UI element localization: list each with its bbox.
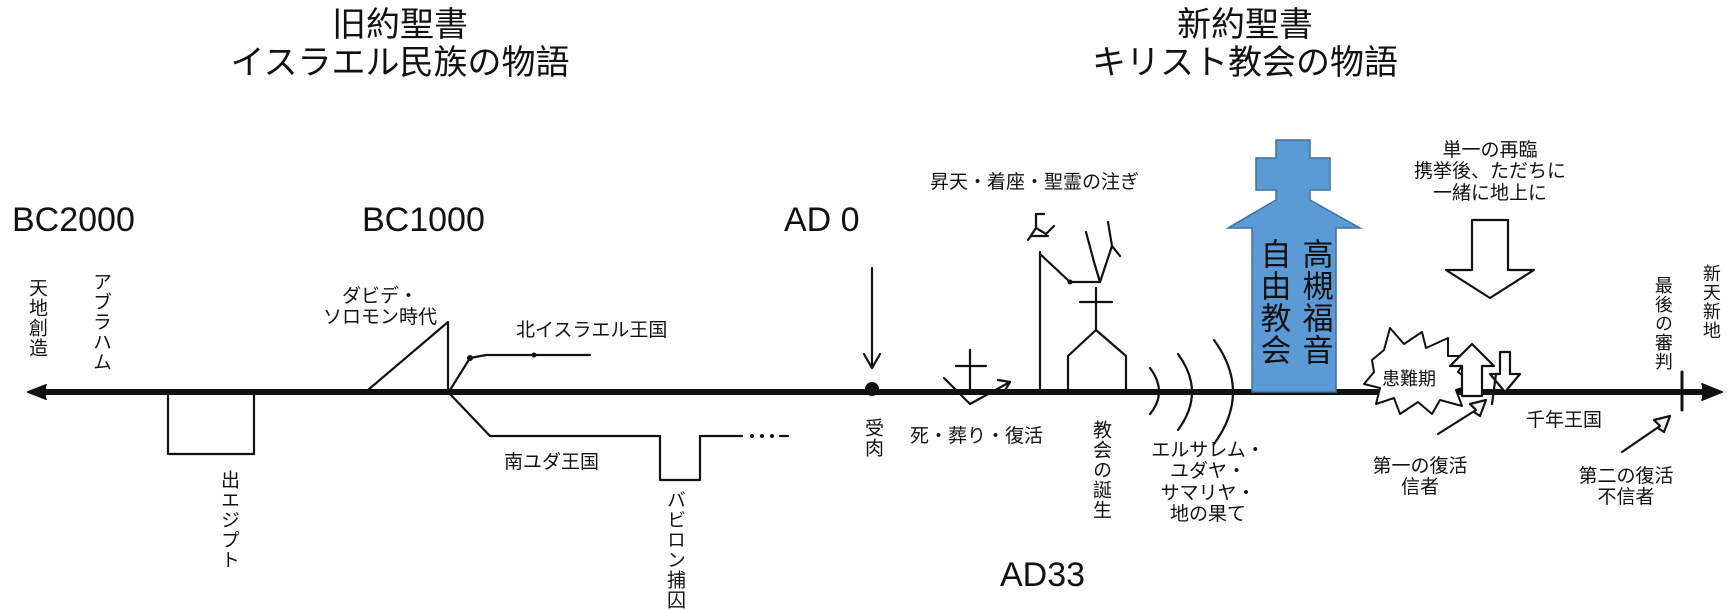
incarnation-arrow (862, 266, 882, 370)
church-arrow-shape (1225, 139, 1363, 393)
year-ad0: AD 0 (784, 201, 860, 239)
church-label-takatsuki: 高槻福音 (1296, 238, 1333, 366)
label-death-burial-resurrection: 死・葬り・復活 (910, 425, 1044, 447)
label-mission-line1: エルサレム・ (1151, 439, 1265, 461)
label-mission-line3: サマリヤ・ (1160, 481, 1256, 504)
spirit-arrow (1038, 220, 1122, 284)
label-exodus: 出エジプト (217, 470, 240, 570)
label-final-judgment: 最後の審判 (1651, 276, 1673, 371)
label-second-coming: 単一の再臨 携挙後、ただちに 一緒に地上に (1390, 139, 1590, 204)
label-first-resurrection-line1: 第一の復活 (1372, 455, 1468, 477)
first-resurrection-arrow (1436, 398, 1488, 436)
second-coming-arrow (1444, 218, 1536, 300)
ascension-figure (1026, 212, 1056, 242)
label-second-coming-line2: 携挙後、ただちに (1413, 160, 1566, 183)
label-ascension: 昇天・着座・聖霊の注ぎ (930, 171, 1140, 193)
label-tribulation: 患難期 (1382, 369, 1436, 390)
church-label-free-church: 自由教会 (1254, 238, 1291, 366)
label-babylon-captivity: バビロン捕囚 (663, 490, 686, 610)
label-abraham: アブラハム (89, 272, 112, 372)
mission-wave-2 (1176, 352, 1194, 432)
year-bc2000: BC2000 (12, 201, 135, 239)
exodus-box (166, 392, 256, 456)
label-second-resurrection: 第二の復活 不信者 (1566, 465, 1686, 509)
label-second-resurrection-line1: 第二の復活 (1578, 465, 1674, 487)
south-kingdom-branch (448, 392, 744, 482)
cross-death (954, 348, 988, 394)
label-first-resurrection-line2: 信者 (1400, 476, 1439, 499)
label-second-coming-line3: 一緒に地上に (1432, 181, 1547, 204)
label-second-resurrection-line2: 不信者 (1597, 486, 1655, 509)
year-bc1000: BC1000 (362, 201, 485, 239)
mission-wave-1 (1148, 366, 1161, 416)
label-david-solomon-line1: ダビデ・ (341, 285, 418, 307)
church-building (1066, 328, 1128, 394)
new-testament-subtitle: キリスト教会の物語 (1092, 43, 1398, 84)
label-mission: エルサレム・ ユダヤ・ サマリヤ・ 地の果て (1138, 439, 1278, 525)
incarnation-dot (865, 382, 879, 396)
label-new-heaven-earth: 新天新地 (1699, 264, 1721, 340)
label-mission-line2: ユダヤ・ (1169, 460, 1246, 483)
david-solomon-slope (366, 320, 450, 394)
millennium-start-tick (1490, 372, 1498, 406)
label-millennium: 千年王国 (1526, 409, 1603, 431)
tribulation-burst (1363, 327, 1475, 415)
label-incarnation: 受肉 (861, 418, 884, 458)
old-testament-subtitle: イスラエル民族の物語 (230, 43, 570, 84)
old-testament-title: 旧約聖書 (332, 5, 468, 45)
burial-arrow (942, 376, 1012, 406)
label-david-solomon-line2: ソロモン時代 (322, 306, 437, 329)
new-testament-title: 新約聖書 (1177, 5, 1313, 45)
year-ad33: AD33 (1000, 556, 1086, 594)
label-first-resurrection: 第一の復活 信者 (1360, 455, 1480, 499)
north-kingdom-branch (448, 353, 592, 392)
mission-wave-3 (1212, 338, 1234, 446)
return-down-arrow (1488, 350, 1522, 394)
label-north-kingdom: 北イスラエル王国 (516, 319, 668, 341)
rapture-up-arrow (1448, 342, 1496, 398)
new-testament-heading: 新約聖書 キリスト教会の物語 (1055, 6, 1435, 82)
label-david-solomon: ダビデ・ ソロモン時代 (300, 285, 460, 329)
label-creation: 天地創造 (25, 278, 48, 358)
old-testament-heading: 旧約聖書 イスラエル民族の物語 (210, 6, 590, 82)
label-south-kingdom: 南ユダ王国 (504, 451, 600, 473)
final-judgment-cross (1666, 370, 1698, 412)
label-mission-line4: 地の果て (1169, 502, 1246, 525)
second-resurrection-arrow (1620, 414, 1672, 454)
timeline-right-arrowhead (1701, 383, 1723, 401)
label-second-coming-line1: 単一の再臨 (1442, 139, 1538, 161)
church-cross (1078, 286, 1114, 332)
timeline-left-arrowhead (27, 384, 47, 400)
label-church-birth: 教会の誕生 (1089, 420, 1112, 520)
